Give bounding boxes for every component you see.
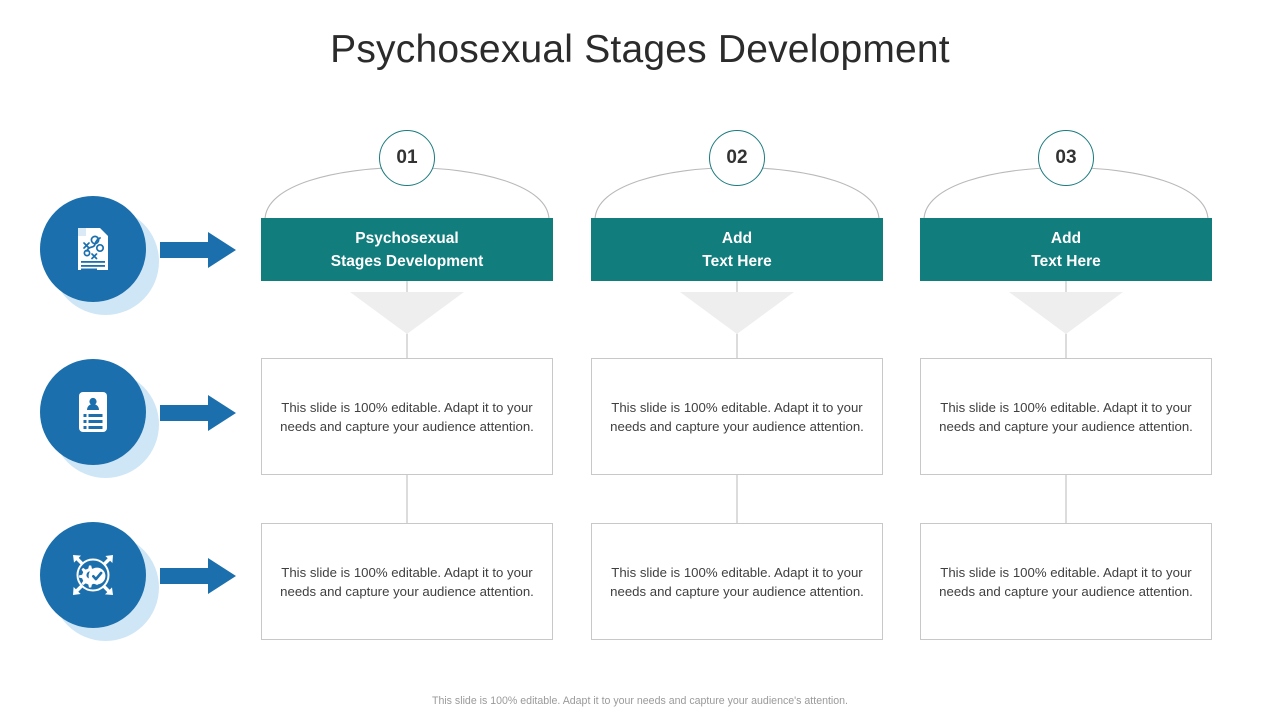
gear-check-icon bbox=[40, 522, 146, 628]
stage-body-text-2-2: This slide is 100% editable. Adapt it to… bbox=[610, 564, 864, 599]
stage-number-badge-2: 02 bbox=[709, 130, 765, 186]
stage-header-3[interactable]: Add Text Here bbox=[920, 218, 1212, 281]
stage-header-line2-2: Text Here bbox=[702, 252, 772, 270]
stage-body-text-3-2: This slide is 100% editable. Adapt it to… bbox=[939, 564, 1193, 599]
profile-card-icon bbox=[40, 359, 146, 465]
stage-text-box-1-1[interactable]: This slide is 100% editable. Adapt it to… bbox=[261, 358, 553, 475]
stage-column-1: 01 Psychosexual Stages Development This … bbox=[261, 130, 553, 640]
stage-header-line1-3: Add bbox=[1050, 229, 1082, 247]
arc-zone-3: 03 bbox=[920, 130, 1212, 220]
stage-header-2[interactable]: Add Text Here bbox=[591, 218, 883, 281]
stage-text-box-3-2[interactable]: This slide is 100% editable. Adapt it to… bbox=[920, 523, 1212, 640]
arc-zone-1: 01 bbox=[261, 130, 553, 220]
right-arrow-icon-1 bbox=[160, 232, 236, 268]
stage-text-box-2-1[interactable]: This slide is 100% editable. Adapt it to… bbox=[591, 358, 883, 475]
stage-body-text-3-1: This slide is 100% editable. Adapt it to… bbox=[939, 399, 1193, 434]
down-chevron-icon-2 bbox=[680, 292, 794, 334]
right-arrow-icon-3 bbox=[160, 558, 236, 594]
down-chevron-icon-3 bbox=[1009, 292, 1123, 334]
footer-note: This slide is 100% editable. Adapt it to… bbox=[431, 695, 849, 707]
stage-body-text-1-2: This slide is 100% editable. Adapt it to… bbox=[280, 564, 534, 599]
stage-header-line1-2: Add bbox=[721, 229, 753, 247]
icon-rail-row-1 bbox=[32, 190, 242, 315]
down-chevron-icon-1 bbox=[350, 292, 464, 334]
stage-header-line2-1: Stages Development bbox=[330, 252, 484, 270]
stage-header-1[interactable]: Psychosexual Stages Development bbox=[261, 218, 553, 281]
stage-text-box-2-2[interactable]: This slide is 100% editable. Adapt it to… bbox=[591, 523, 883, 640]
stage-header-line2-3: Text Here bbox=[1031, 252, 1101, 270]
stage-text-box-3-1[interactable]: This slide is 100% editable. Adapt it to… bbox=[920, 358, 1212, 475]
stage-text-box-1-2[interactable]: This slide is 100% editable. Adapt it to… bbox=[261, 523, 553, 640]
stage-number-badge-3: 03 bbox=[1038, 130, 1094, 186]
icon-rail-row-2 bbox=[32, 353, 242, 478]
strategy-document-icon bbox=[40, 196, 146, 302]
stage-body-text-1-1: This slide is 100% editable. Adapt it to… bbox=[280, 399, 534, 434]
icon-rail bbox=[32, 190, 242, 660]
page-title: Psychosexual Stages Development bbox=[330, 28, 950, 71]
arc-zone-2: 02 bbox=[591, 130, 883, 220]
stage-number-badge-1: 01 bbox=[379, 130, 435, 186]
stage-column-2: 02 Add Text Here This slide is 100% edit… bbox=[591, 130, 883, 640]
stage-column-3: 03 Add Text Here This slide is 100% edit… bbox=[920, 130, 1212, 640]
icon-rail-row-3 bbox=[32, 516, 242, 641]
right-arrow-icon-2 bbox=[160, 395, 236, 431]
stage-body-text-2-1: This slide is 100% editable. Adapt it to… bbox=[610, 399, 864, 434]
stage-header-line1-1: Psychosexual bbox=[355, 229, 459, 247]
